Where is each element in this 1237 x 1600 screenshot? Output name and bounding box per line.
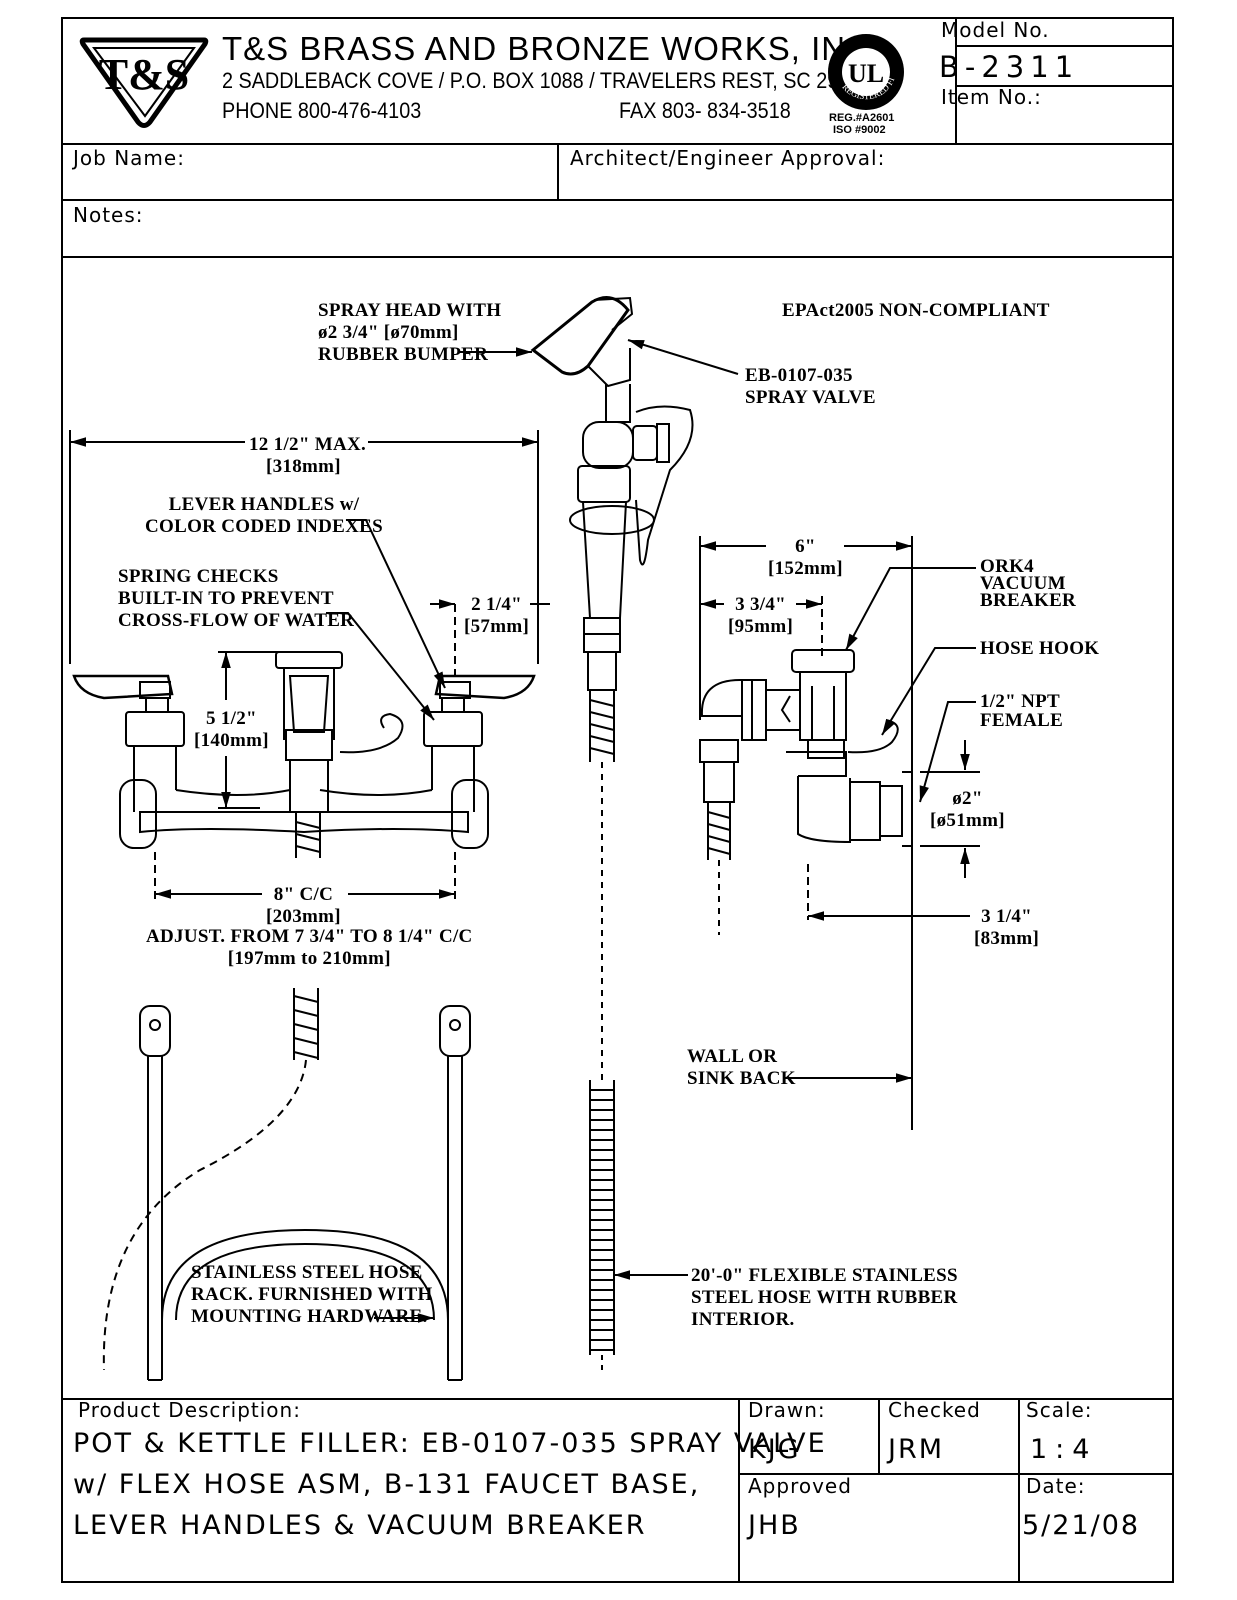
scale-value: 1:4 xyxy=(1030,1434,1098,1465)
drawn-value: KJG xyxy=(748,1434,801,1465)
ts-logo: T&S xyxy=(79,37,209,128)
notes-label: Notes: xyxy=(73,203,144,227)
item-divider xyxy=(955,85,1174,87)
scale-label: Scale: xyxy=(1026,1398,1093,1422)
ul-mark: UL xyxy=(848,59,884,88)
faucet-front-view xyxy=(72,651,536,858)
model-divider xyxy=(955,45,1174,47)
dim-5-1-2: 5 1/2" [140mm] xyxy=(194,708,269,751)
item-label: Item No.: xyxy=(941,85,1042,109)
spray-hose-upper xyxy=(589,690,615,1372)
spring-checks-callout: SPRING CHECKS BUILT-IN TO PREVENT CROSS-… xyxy=(118,566,355,631)
date-value: 5/21/08 xyxy=(1022,1510,1141,1541)
dim-6: 6" [152mm] xyxy=(768,536,843,579)
company-phone: PHONE 800-476-4103 xyxy=(222,98,422,123)
dim-2-1-4: 2 1/4" [57mm] xyxy=(464,594,530,637)
dim-3-3-4: 3 3/4" [95mm] xyxy=(728,594,794,637)
drawing-sheet xyxy=(61,17,1174,1583)
description-line-2: w/ FLEX HOSE ASM, B-131 FAUCET BASE, xyxy=(73,1469,701,1500)
footer-divider-2 xyxy=(878,1398,880,1474)
npt-callout: 1/2" NPT FEMALE xyxy=(980,691,1064,731)
max-width-mm: [318mm] xyxy=(266,456,341,477)
drawn-label: Drawn: xyxy=(748,1398,826,1422)
model-value: B-2311 xyxy=(939,50,1080,84)
max-width-dim: 12 1/2" MAX. xyxy=(249,434,367,455)
logo-text: T&S xyxy=(99,50,189,99)
dim-8-cc: 8" C/C [203mm] xyxy=(266,884,341,927)
diameter-2-dim: ø2" [ø51mm] xyxy=(930,788,1005,831)
flex-hose-callout: 20'-0" FLEXIBLE STAINLESS STEEL HOSE WIT… xyxy=(691,1265,958,1330)
company-fax: FAX 803- 834-3518 xyxy=(619,98,791,123)
header-bottom-line xyxy=(61,143,1174,145)
approved-value: JHB xyxy=(748,1510,801,1541)
notes-bottom-line xyxy=(61,256,1174,258)
description-line-1: POT & KETTLE FILLER: EB-0107-035 SPRAY V… xyxy=(73,1428,827,1459)
job-name-label: Job Name: xyxy=(73,146,185,170)
product-description-label: Product Description: xyxy=(78,1398,301,1422)
reg-number: REG.#A2601 xyxy=(829,112,895,124)
checked-label: Checked xyxy=(888,1398,981,1422)
job-bottom-line xyxy=(61,199,1174,201)
faucet-side-view xyxy=(699,649,913,935)
wall-callout: WALL OR SINK BACK xyxy=(687,1046,796,1089)
job-divider xyxy=(557,143,559,200)
adjust-range: ADJUST. FROM 7 3/4" TO 8 1/4" C/C [197mm… xyxy=(146,926,473,969)
dim-3-1-4: 3 1/4" [83mm] xyxy=(974,906,1040,949)
hose-rack-callout: STAINLESS STEEL HOSE RACK. FURNISHED WIT… xyxy=(191,1262,433,1327)
date-label: Date: xyxy=(1026,1474,1086,1498)
footer-mid-line xyxy=(738,1473,1174,1475)
spray-head-callout: SPRAY HEAD WITH ø2 3/4" [ø70mm] RUBBER B… xyxy=(318,300,502,365)
leader-lines xyxy=(326,339,976,1280)
company-name: T&S BRASS AND BRONZE WORKS, INC. xyxy=(222,30,882,67)
model-label: Model No. xyxy=(941,18,1050,42)
spray-valve-callout: EB-0107-035 SPRAY VALVE xyxy=(745,365,876,408)
company-address: 2 SADDLEBACK COVE / P.O. BOX 1088 / TRAV… xyxy=(222,68,872,93)
vacuum-breaker-callout: ORK4 VACUUM BREAKER xyxy=(980,556,1077,611)
spray-head xyxy=(530,296,634,388)
iso-number: ISO #9002 xyxy=(833,124,886,136)
hose-rack xyxy=(102,988,471,1381)
approved-label: Approved xyxy=(748,1474,852,1498)
footer-divider-3 xyxy=(1018,1398,1020,1583)
ul-logo: UL REGISTERED FIRM xyxy=(824,30,904,110)
epact-note: EPAct2005 NON-COMPLIANT xyxy=(782,300,1050,321)
description-line-3: LEVER HANDLES & VACUUM BREAKER xyxy=(73,1510,647,1541)
hose-hook-callout: HOSE HOOK xyxy=(980,638,1100,659)
footer-top-line xyxy=(61,1398,1174,1400)
checked-value: JRM xyxy=(888,1434,945,1465)
lever-handles-callout: LEVER HANDLES w/ COLOR CODED INDEXES xyxy=(145,494,383,537)
header-divider xyxy=(955,17,957,143)
approval-label: Architect/Engineer Approval: xyxy=(570,146,886,170)
spray-valve-body xyxy=(569,384,694,691)
footer-divider-1 xyxy=(738,1398,740,1583)
